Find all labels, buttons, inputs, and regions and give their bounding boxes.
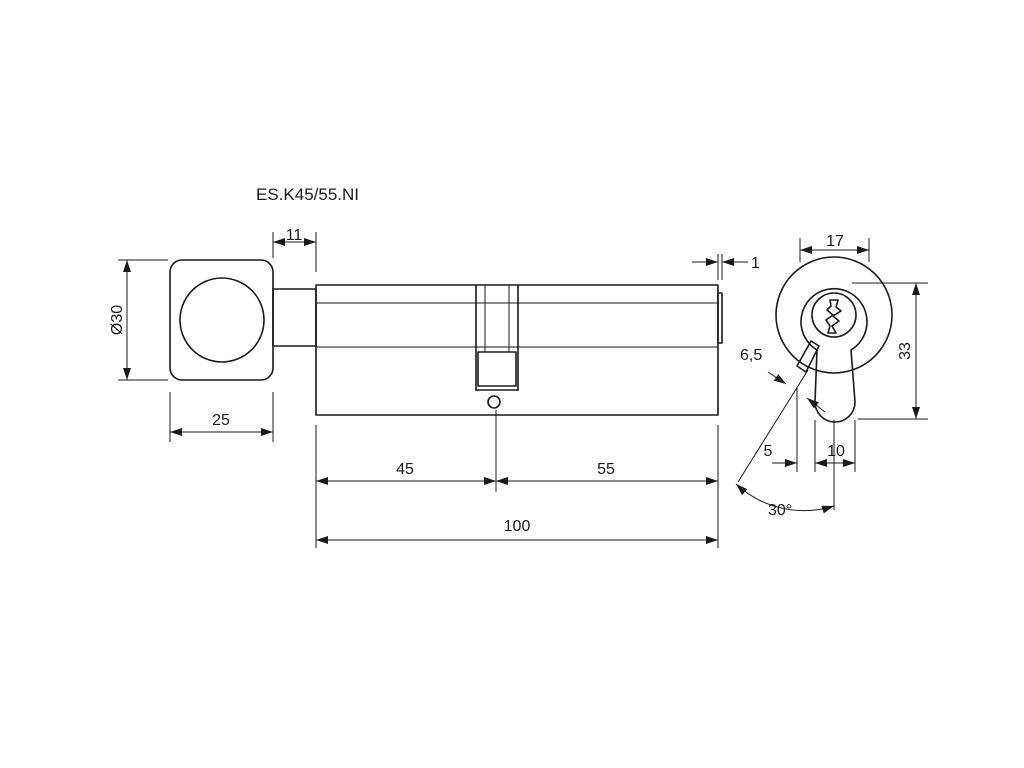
title: ES.K45/55.NI (256, 185, 359, 204)
label-lower-width: 10 (827, 443, 845, 460)
label-cam-width: 6,5 (740, 347, 762, 364)
plug-circle (811, 292, 857, 338)
europrofile-outline (800, 287, 868, 423)
dim-lower: 5 10 (764, 388, 856, 472)
dim-knob-offset: 11 (272, 227, 317, 272)
label-total-length: 100 (504, 518, 531, 535)
label-knob-diameter: Ø30 (109, 305, 126, 335)
cam-slot (475, 284, 519, 391)
knob-shaft (272, 288, 317, 347)
dim-protrusion: 1 (692, 254, 760, 280)
dim-cam-width: 6,5 (740, 347, 826, 413)
end-protrusion (717, 292, 723, 344)
label-protrusion: 1 (751, 255, 760, 272)
keyway-icon (825, 299, 842, 334)
dim-knob-diameter: Ø30 (109, 259, 168, 381)
label-right-length: 55 (597, 461, 615, 478)
knob-grip-circle (179, 277, 265, 363)
cylinder-body (315, 284, 719, 416)
label-knob-offset: 11 (286, 227, 303, 244)
dim-cam-angle: 30° (735, 369, 835, 519)
side-view (169, 259, 723, 416)
label-profile-width: 17 (826, 233, 844, 250)
front-view (775, 256, 893, 423)
label-profile-height: 33 (897, 342, 914, 360)
rose-outer-circle (775, 256, 893, 374)
dim-half-lengths: 45 55 (315, 410, 719, 548)
label-cam-angle: 30° (768, 502, 792, 519)
dim-profile-width: 17 (799, 233, 870, 262)
label-knob-width: 25 (212, 412, 230, 429)
dim-profile-height: 33 (852, 282, 928, 420)
dim-knob-width: 25 (169, 392, 274, 442)
label-lower-offset: 5 (764, 443, 773, 460)
label-left-length: 45 (396, 461, 414, 478)
cam-lever (796, 340, 820, 373)
dim-total-length: 100 (316, 518, 718, 544)
screw-hole (487, 395, 501, 409)
